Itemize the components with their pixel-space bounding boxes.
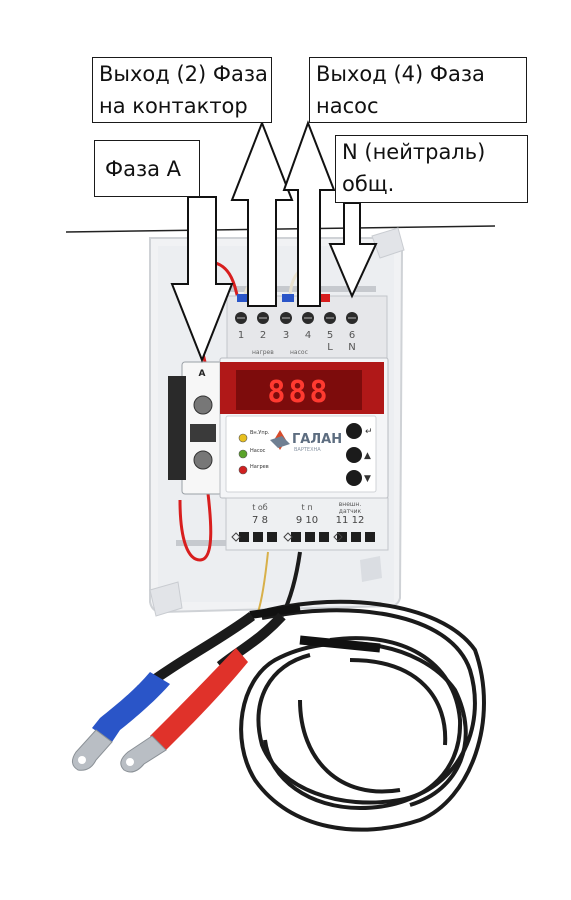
top-terminal-screws bbox=[235, 312, 358, 324]
diamond-marker bbox=[333, 532, 343, 542]
down-arrow-icon: ▼ bbox=[364, 474, 371, 484]
terminal-number: 1 bbox=[238, 330, 244, 341]
breaker-screw bbox=[193, 395, 213, 415]
breaker-fuse bbox=[190, 424, 216, 442]
terminal-hole bbox=[267, 532, 277, 542]
bottom-group-label: датчик bbox=[339, 508, 362, 515]
bottom-terminal-numbers: 9 10 bbox=[296, 515, 318, 526]
red-ferrule bbox=[318, 294, 330, 302]
led-indicator bbox=[238, 433, 248, 443]
bottom-group-label: t об bbox=[252, 503, 268, 512]
down-button[interactable] bbox=[346, 470, 362, 486]
breaker-clip bbox=[168, 376, 186, 480]
bottom-group-label: t п bbox=[302, 503, 313, 512]
brand-subtitle: ВАРТЕХНА bbox=[294, 447, 321, 453]
lug-hole bbox=[126, 758, 134, 766]
terminal-number: 2 bbox=[260, 330, 266, 341]
led-label: Нагрев bbox=[250, 464, 269, 470]
diamond-marker bbox=[283, 532, 293, 542]
diamond-marker bbox=[231, 532, 241, 542]
terminal-hole bbox=[253, 532, 263, 542]
led-indicator bbox=[238, 449, 248, 459]
breaker-screw bbox=[193, 450, 213, 470]
terminal-hole bbox=[305, 532, 315, 542]
sensor-wire bbox=[257, 551, 269, 613]
up-arrow-icon: ▲ bbox=[364, 451, 371, 461]
top-group-label: нагрев bbox=[252, 349, 274, 356]
cable-sleeve bbox=[249, 604, 301, 619]
callout-output-2: Выход (2) Фаза на контактор bbox=[92, 57, 272, 123]
cable-sleeve bbox=[299, 635, 381, 653]
brand-name: ГАЛАН bbox=[292, 432, 342, 447]
led-indicator bbox=[238, 465, 248, 475]
top-terminal-numbers: 1 2 3 4 5 6L N bbox=[238, 330, 356, 353]
terminal-letter: N bbox=[348, 342, 355, 353]
callout-phase-a: Фаза А bbox=[94, 140, 200, 197]
callout-output-4: Выход (4) Фаза насос bbox=[309, 57, 527, 123]
callout-arrows bbox=[170, 120, 378, 363]
terminal-hole bbox=[291, 532, 301, 542]
display-window bbox=[236, 370, 362, 410]
front-panel bbox=[225, 415, 377, 493]
terminal-hole bbox=[319, 532, 329, 542]
callout-neutral: N (нейтраль) общ. bbox=[335, 135, 528, 203]
up-button[interactable] bbox=[346, 447, 362, 463]
led-label: Вн.Упр. bbox=[250, 430, 270, 436]
enter-button[interactable] bbox=[346, 423, 362, 439]
terminal-letter: L bbox=[327, 342, 333, 353]
blue-ferrule bbox=[282, 294, 294, 302]
terminal-number: 4 bbox=[305, 330, 311, 341]
neutral-arrow bbox=[328, 202, 378, 299]
breaker-label: A bbox=[199, 369, 206, 379]
enter-arrow-icon: ↵ bbox=[365, 427, 373, 437]
mounting-tab bbox=[149, 581, 183, 617]
button-column: ↵ ▲ ▼ bbox=[346, 423, 373, 486]
terminal-hole bbox=[365, 532, 375, 542]
bottom-terminal-holes bbox=[231, 532, 375, 542]
phase-a-arrow bbox=[170, 196, 234, 363]
terminal-hole bbox=[351, 532, 361, 542]
lug-hole bbox=[78, 756, 86, 764]
terminal-number: 3 bbox=[283, 330, 289, 341]
bottom-terminal-numbers: 11 12 bbox=[336, 515, 365, 526]
terminal-hole bbox=[239, 532, 249, 542]
output2-arrow bbox=[230, 120, 294, 307]
display-digits: 888 bbox=[267, 375, 330, 410]
output4-arrow bbox=[282, 120, 336, 307]
sensor-cable-coil bbox=[239, 599, 486, 832]
top-group-label-2: насос bbox=[290, 349, 308, 356]
bottom-terminal-numbers: 7 8 bbox=[252, 515, 268, 526]
blue-ferrule bbox=[237, 294, 249, 302]
led-label: Насос bbox=[250, 448, 266, 454]
red-sleeve bbox=[150, 648, 248, 750]
terminal-number: 5 bbox=[327, 330, 333, 341]
blue-sleeve bbox=[92, 672, 170, 742]
terminal-number: 6 bbox=[349, 330, 355, 341]
mounting-tab bbox=[371, 227, 405, 259]
logo-icon bbox=[270, 430, 290, 450]
red-wire bbox=[178, 469, 213, 562]
mounting-tab bbox=[360, 556, 382, 582]
top-line bbox=[65, 225, 496, 233]
bottom-group-label: внешн. bbox=[339, 501, 362, 508]
